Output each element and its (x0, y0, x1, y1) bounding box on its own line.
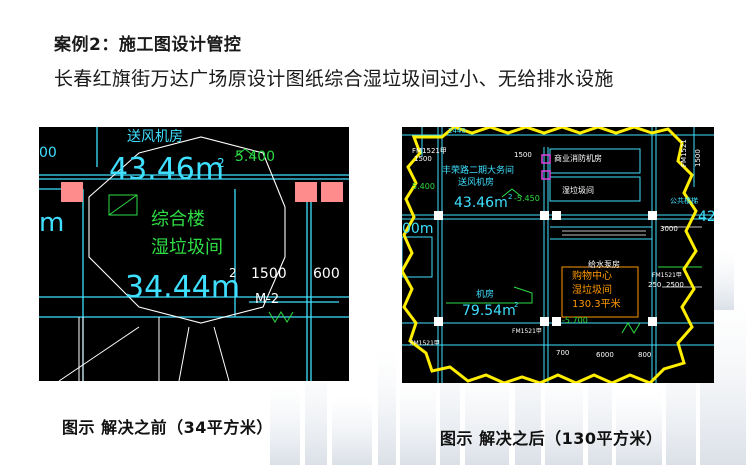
room-lower-label: 机房 (476, 288, 494, 300)
right-fragment: 42 (698, 209, 714, 225)
fm-tag-b: FM1521甲 (652, 272, 682, 279)
level-b: -5.450 (514, 194, 540, 203)
top-area: 43.46m (454, 195, 508, 211)
room-center-label-2: 湿垃圾间 (572, 283, 612, 296)
room-name-line1: 综合楼 (151, 209, 205, 230)
tag-1500: 1500 (414, 155, 432, 163)
top-room-label: 丰荣路二期大务间 (442, 164, 514, 176)
room-mid-label: 湿垃圾间 (562, 185, 594, 195)
top-superscript: 2 (217, 156, 225, 170)
slide-title: 案例2：施工图设计管控 (54, 35, 242, 55)
top-superscript: 2 (508, 193, 512, 201)
lower-superscript: 2 (514, 301, 518, 309)
cad-drawing-before: 送风机房 43.46m 2 5.400 00 m 综合楼 湿垃圾间 34.44m… (39, 127, 349, 381)
dim-2500: 2500 (666, 281, 684, 289)
fm-tag-d: FM1521甲 (410, 340, 440, 347)
dim-800: 800 (638, 351, 651, 359)
room-area-superscript: 2 (229, 266, 237, 280)
corner-dim: 2440 (448, 127, 466, 135)
level-a: 5.400 (412, 182, 435, 191)
dim-700: 700 (556, 349, 569, 357)
top-room-name: 送风机房 (127, 129, 183, 145)
room-lower-area: 79.54m (462, 303, 516, 319)
enlarged-room-boundary (402, 127, 698, 383)
dim-1500: 1500 (251, 266, 287, 282)
side-tag: FM1521 (680, 139, 688, 167)
tag-1500b: 1500 (514, 151, 532, 159)
room-center-area: 130.3平米 (572, 297, 621, 310)
dim-3000: 3000 (660, 225, 678, 233)
tag-fm1: FM1521甲 (412, 147, 447, 155)
top-room-label-2: 送风机房 (458, 176, 494, 188)
caption-before: 图示 解决之前（34平方米） (62, 418, 273, 437)
room-name-line2: 湿垃圾间 (151, 237, 223, 258)
door-tag: M-2 (255, 292, 279, 307)
edge-fragment-left: 00 (39, 145, 57, 161)
caption-after: 图示 解决之后（130平方米） (440, 429, 663, 448)
top-level: 5.400 (235, 149, 275, 165)
room-center-label: 购物中心 (572, 269, 612, 282)
red-marker-right-a (295, 182, 317, 202)
red-marker-right-b (321, 182, 343, 202)
cad-figure-after: 2440 FM1521甲 1500 1500 丰荣路二期大务间 送风机房 43.… (402, 127, 714, 383)
dim-6000: 6000 (596, 351, 614, 359)
left-fragment: 00m (402, 221, 433, 237)
red-marker-left (61, 182, 83, 202)
fm-tag-c: FM1521甲 (512, 328, 542, 335)
room-mid-label-2: 商业消防机房 (554, 153, 602, 163)
cad-figure-before: 送风机房 43.46m 2 5.400 00 m 综合楼 湿垃圾间 34.44m… (39, 127, 349, 381)
dim-250: 250 (648, 281, 661, 289)
room-area: 34.44m (125, 270, 240, 305)
top-area: 43.46m (109, 152, 224, 187)
cad-drawing-after: 2440 FM1521甲 1500 1500 丰荣路二期大务间 送风机房 43.… (402, 127, 714, 383)
edge-fragment-m: m (39, 208, 64, 238)
dim-600: 600 (313, 266, 340, 282)
slide-subtitle: 长春红旗街万达广场原设计图纸综合湿垃圾间过小、无给排水设施 (54, 68, 614, 90)
side-tag-2: 1500 (694, 149, 702, 167)
level-c: -5.700 (562, 316, 588, 325)
room-right-label: 给水泵房 (588, 259, 620, 269)
right-fragment-2: 公共楼梯 (670, 196, 698, 205)
